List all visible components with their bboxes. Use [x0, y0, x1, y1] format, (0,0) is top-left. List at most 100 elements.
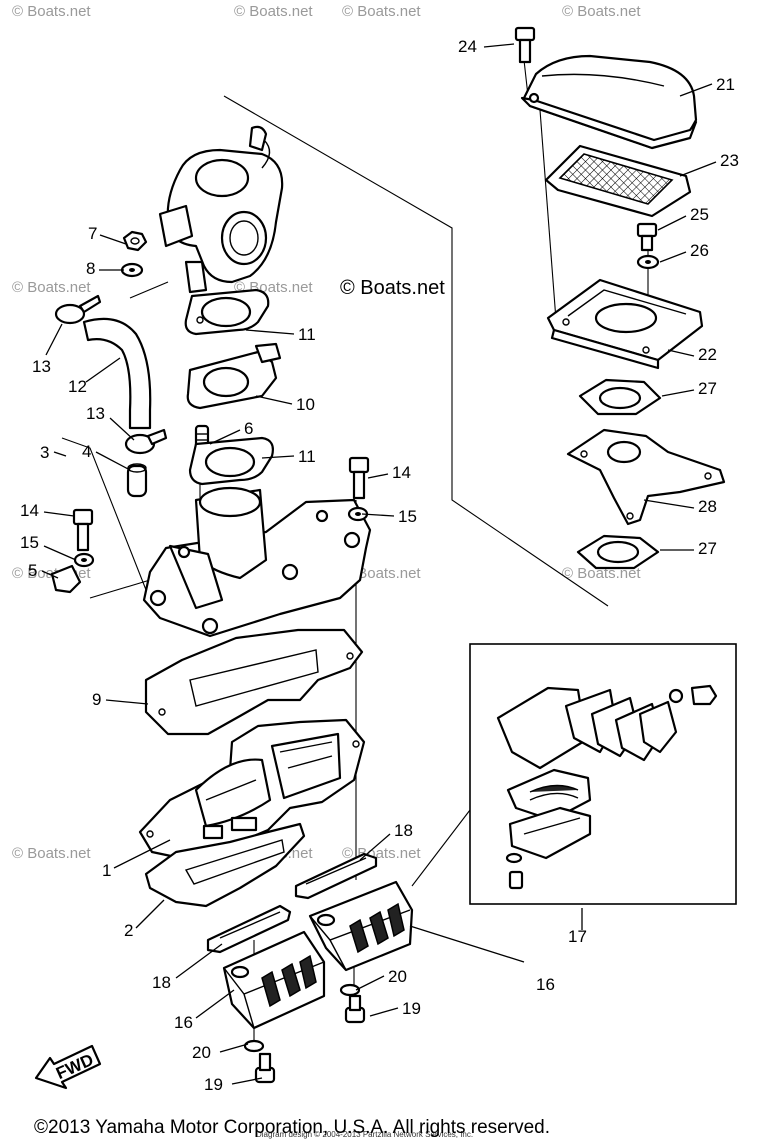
- manifold-gasket: [144, 628, 364, 736]
- callout-18b: 18: [359, 821, 413, 861]
- part-number-label: 8: [86, 259, 95, 278]
- callout-15a: 15: [20, 533, 77, 561]
- leader-line: [255, 395, 293, 405]
- bolt: [348, 456, 370, 500]
- fitting: [126, 463, 148, 498]
- part-number-label: 14: [392, 463, 411, 482]
- callout-15b: 15: [361, 507, 417, 526]
- part-number-label: 9: [92, 690, 101, 709]
- part-number-label: 11: [298, 325, 316, 344]
- part-number-label: 6: [244, 419, 253, 438]
- leader-line: [45, 323, 63, 356]
- part-number-label: 7: [88, 224, 97, 243]
- leader-line: [43, 511, 75, 517]
- callout-13b: 13: [86, 404, 135, 441]
- washer: [243, 1039, 265, 1053]
- part-number-label: 17: [568, 927, 587, 946]
- silencer-cover: [520, 54, 698, 150]
- part-number-label: 5: [28, 561, 37, 580]
- leader-line: [105, 699, 149, 705]
- part-number-label: 4: [82, 442, 91, 461]
- part-number-label: 16: [536, 975, 555, 994]
- leader-line: [135, 899, 165, 929]
- callout-10: 10: [255, 395, 315, 414]
- watermark: © Boats.net: [12, 3, 91, 20]
- callout-24: 24: [458, 37, 515, 56]
- callout-4: 4: [82, 442, 131, 471]
- nut: [122, 230, 148, 252]
- part-number-label: 27: [698, 539, 717, 558]
- part-number-label: 12: [68, 377, 87, 396]
- part-number-label: 23: [720, 151, 739, 170]
- part-number-label: 24: [458, 37, 477, 56]
- washer: [636, 254, 660, 270]
- leader-line: [261, 455, 295, 459]
- bolt: [636, 222, 658, 252]
- callout-20a: 20: [192, 1043, 249, 1062]
- callout-8: 8: [86, 259, 124, 278]
- callout-6: 6: [209, 419, 253, 445]
- callout-25: 25: [657, 205, 709, 231]
- washer: [120, 262, 144, 278]
- part-number-label: 20: [192, 1043, 211, 1062]
- callout-16b: 16: [409, 925, 555, 994]
- leader-line: [483, 43, 515, 48]
- leader-line: [219, 1043, 249, 1053]
- leader-line: [409, 925, 525, 963]
- part-number-label: 18: [152, 973, 171, 992]
- leader-line: [85, 357, 121, 383]
- part-number-label: 2: [124, 921, 133, 940]
- part-number-label: 26: [690, 241, 709, 260]
- callout-23: 23: [679, 151, 739, 177]
- washer: [73, 552, 95, 568]
- leader-line: [245, 329, 295, 335]
- part-number-label: 25: [690, 205, 709, 224]
- flame-arrester-screen: [544, 144, 692, 218]
- fineprint: Diagram design © 2004-2013 Partzilla Net…: [256, 1130, 473, 1139]
- bolt: [72, 508, 94, 552]
- callout-19b: 19: [369, 999, 421, 1018]
- callout-14a: 14: [20, 501, 75, 520]
- leader-line: [95, 451, 131, 471]
- callout-21: 21: [679, 75, 735, 97]
- copyright-notice: ©2013 Yamaha Motor Corporation, U.S.A. A…: [34, 1117, 550, 1138]
- part-number-label: 19: [204, 1075, 223, 1094]
- watermark: © Boats.net: [562, 565, 641, 582]
- leader-line: [369, 1007, 399, 1017]
- insulator-plate: [186, 342, 282, 410]
- bracket-clip: [50, 564, 82, 594]
- hose-clamp: [54, 294, 102, 325]
- part-number-label: 10: [296, 395, 315, 414]
- callout-20b: 20: [355, 967, 407, 991]
- part-number-label: 22: [698, 345, 717, 364]
- leader-line: [99, 234, 127, 245]
- part-number-label: 21: [716, 75, 735, 94]
- part-number-label: 19: [402, 999, 421, 1018]
- part-number-label: 28: [698, 497, 717, 516]
- watermark: © Boats.net: [342, 3, 421, 20]
- leader-line: [359, 833, 391, 861]
- leader-line: [231, 1077, 263, 1085]
- part-number-label: 13: [32, 357, 51, 376]
- leader-line: [113, 839, 171, 869]
- screw: [254, 1052, 276, 1084]
- leader-line: [53, 451, 67, 457]
- leader-line: [41, 570, 59, 579]
- part-number-label: 18: [394, 821, 413, 840]
- callout-12: 12: [68, 357, 121, 396]
- leader-line: [657, 215, 687, 231]
- leader-line: [679, 83, 713, 97]
- callout-9: 9: [92, 690, 149, 709]
- reed-valve-detail-inset: [469, 643, 737, 905]
- fuel-hose: [82, 317, 152, 430]
- part-number-label: 27: [698, 379, 717, 398]
- part-number-label: 1: [102, 861, 111, 880]
- part-number-label: 20: [388, 967, 407, 986]
- part-number-label: 11: [298, 447, 316, 466]
- callout-16a: 16: [174, 989, 235, 1032]
- callout-11a: 11: [245, 325, 316, 344]
- gasket: [188, 436, 274, 486]
- part-number-label: 15: [398, 507, 417, 526]
- reed-gasket: [206, 904, 292, 954]
